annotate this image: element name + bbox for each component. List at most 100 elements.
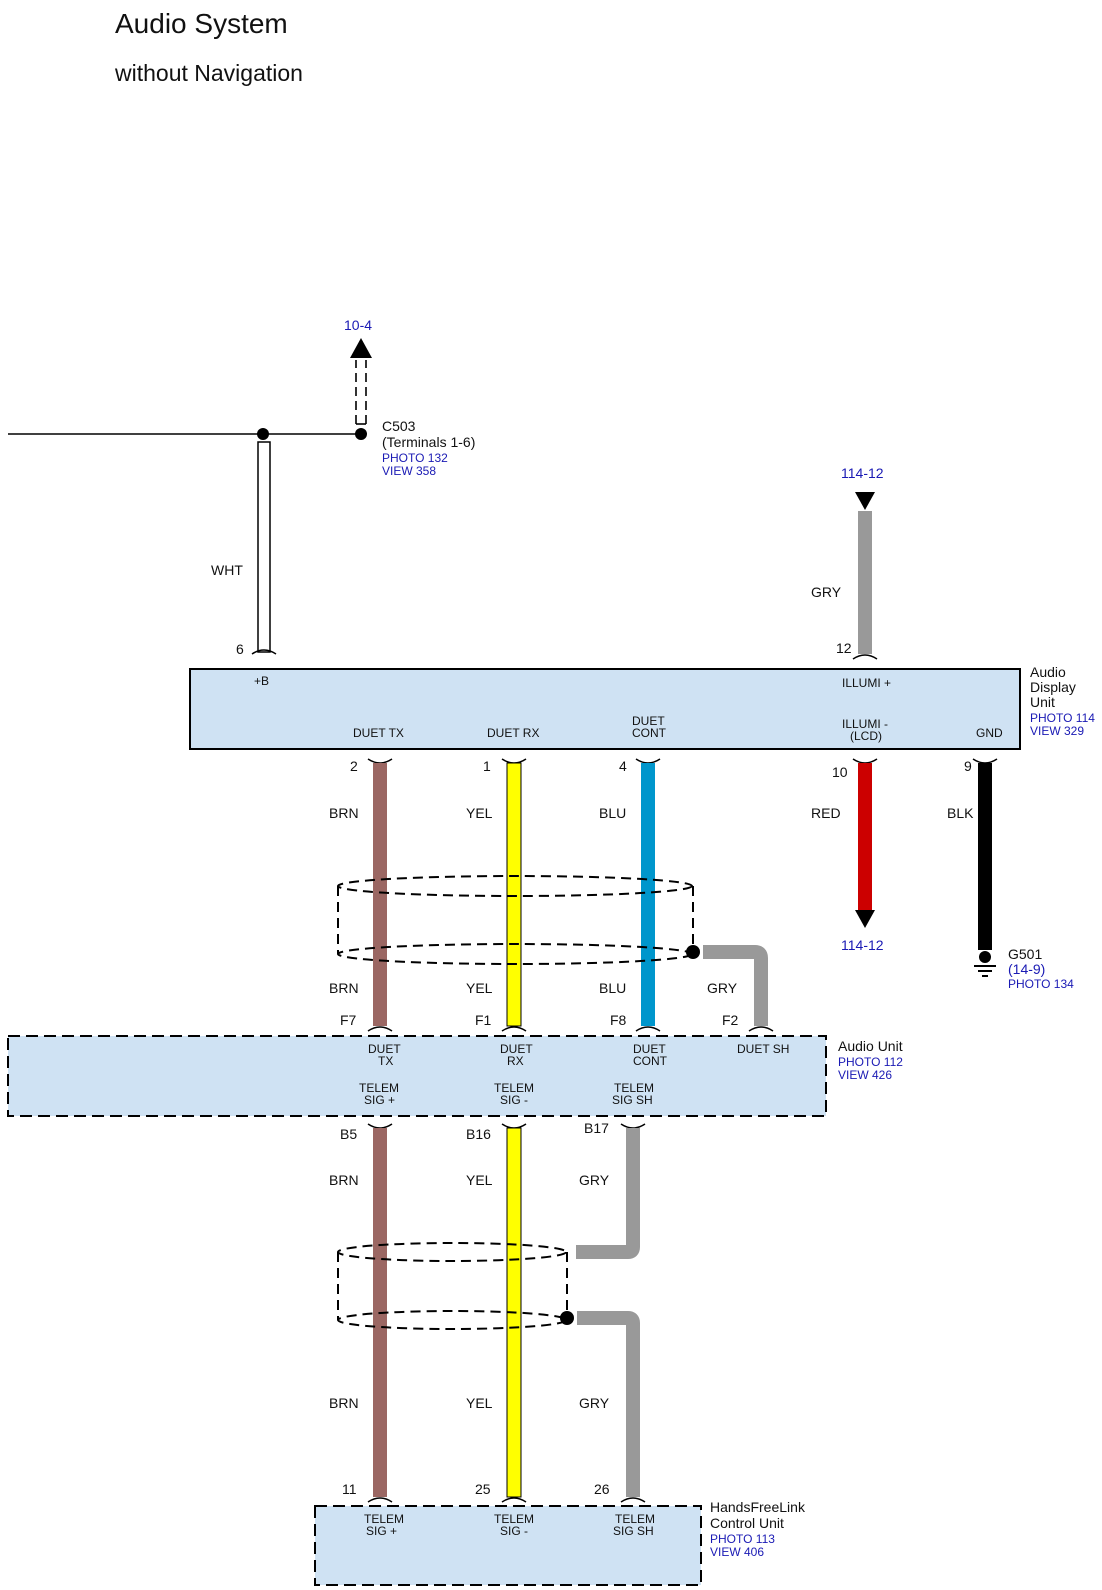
wire-label-brn-1: BRN xyxy=(329,805,359,821)
pin-label-telem-sig-plus-1: TELEM xyxy=(364,1512,404,1526)
c503-label: C503 xyxy=(382,418,416,434)
terminal-cap xyxy=(501,1497,527,1503)
wire-label-gry-4: GRY xyxy=(579,1395,610,1411)
pin-label-telem-sig-sh-1: TELEM xyxy=(615,1512,655,1526)
wire-label-gry-2: GRY xyxy=(707,980,738,996)
pin-label-duet-tx-2: TX xyxy=(378,1054,393,1068)
g501-label: G501 xyxy=(1008,946,1042,962)
audio-display-unit-photo-link[interactable]: PHOTO 114 xyxy=(1030,711,1095,725)
terminal-cap xyxy=(620,1497,646,1503)
pin-label-telem-sig-minus-2: SIG - xyxy=(500,1524,528,1538)
page-title: Audio System xyxy=(115,8,288,39)
wire-blu-duet-cont xyxy=(641,763,655,1026)
pin-number-f2: F2 xyxy=(722,1012,739,1028)
down-arrow-icon xyxy=(855,910,875,928)
g501-photo-link[interactable]: PHOTO 134 xyxy=(1008,977,1074,991)
audio-unit-name: Audio Unit xyxy=(838,1038,903,1054)
audio-display-unit-name-3: Unit xyxy=(1030,694,1055,710)
wire-label-yel-4: YEL xyxy=(466,1395,493,1411)
audio-unit-view-link[interactable]: VIEW 426 xyxy=(838,1068,892,1082)
handsfreelink-name-1: HandsFreeLink xyxy=(710,1499,806,1515)
terminal-cap xyxy=(635,758,661,764)
pin-number-b17: B17 xyxy=(584,1120,609,1136)
ref-114-12-top[interactable]: 114-12 xyxy=(841,465,884,481)
pin-number-25: 25 xyxy=(475,1481,491,1497)
wire-label-gry-3: GRY xyxy=(579,1172,610,1188)
wire-wht xyxy=(257,441,271,653)
wire-label-brn-3: BRN xyxy=(329,1172,359,1188)
pin-number-2: 2 xyxy=(350,758,358,774)
pin-label-illumi-minus-1: ILLUMI - xyxy=(842,717,888,731)
wire-label-wht: WHT xyxy=(211,562,243,578)
pin-label-telem-sig-plus-1: TELEM xyxy=(359,1081,399,1095)
c503-connector-point xyxy=(355,428,367,440)
pin-label-duet-rx: DUET RX xyxy=(487,726,539,740)
page-subtitle: without Navigation xyxy=(115,60,303,86)
terminal-cap xyxy=(367,1497,393,1503)
wire-label-red: RED xyxy=(811,805,841,821)
wire-label-blu-1: BLU xyxy=(599,805,626,821)
pin-number-6: 6 xyxy=(236,641,244,657)
wire-gry-illum xyxy=(858,511,872,654)
pin-label-b: +B xyxy=(254,674,269,688)
c503-terminals: (Terminals 1-6) xyxy=(382,434,475,450)
pin-number-b5: B5 xyxy=(340,1126,357,1142)
terminal-cap xyxy=(367,1026,393,1032)
audio-unit-photo-link[interactable]: PHOTO 112 xyxy=(838,1055,903,1069)
wire-yel-duet-rx xyxy=(506,762,522,1027)
audio-display-unit-view-link[interactable]: VIEW 329 xyxy=(1030,724,1084,738)
handsfreelink-unit-box[interactable] xyxy=(314,1505,702,1586)
terminal-cap xyxy=(501,1123,527,1129)
shield-drain-point xyxy=(560,1311,574,1325)
g501-ref[interactable]: (14-9) xyxy=(1008,961,1045,977)
ref-114-12-bottom[interactable]: 114-12 xyxy=(841,937,884,953)
pin-label-duet-tx: DUET TX xyxy=(353,726,404,740)
pin-number-1: 1 xyxy=(483,758,491,774)
ground-point xyxy=(979,951,991,963)
terminal-cap xyxy=(972,758,998,764)
pin-label-duet-rx-1: DUET xyxy=(500,1042,533,1056)
pin-number-9: 9 xyxy=(964,758,972,774)
pin-label-illumi-minus-2: (LCD) xyxy=(850,729,882,743)
wire-label-brn-2: BRN xyxy=(329,980,359,996)
audio-display-unit-name-1: Audio xyxy=(1030,664,1066,680)
pin-label-telem-sig-plus-2: SIG + xyxy=(366,1524,397,1538)
pin-label-duet-tx-1: DUET xyxy=(368,1042,401,1056)
wire-label-gry-illum: GRY xyxy=(811,584,842,600)
audio-display-unit-box[interactable] xyxy=(189,668,1021,750)
ref-10-4[interactable]: 10-4 xyxy=(344,317,372,333)
terminal-cap xyxy=(620,1123,646,1129)
pin-label-telem-sig-sh-1: TELEM xyxy=(614,1081,654,1095)
terminal-cap xyxy=(251,649,277,655)
pin-label-duet-sh: DUET SH xyxy=(737,1042,789,1056)
audio-display-unit-name-2: Display xyxy=(1030,679,1076,695)
pin-label-telem-sig-minus-1: TELEM xyxy=(494,1512,534,1526)
pin-label-telem-sig-sh-2: SIG SH xyxy=(612,1093,653,1107)
terminal-cap xyxy=(501,758,527,764)
up-arrow-icon xyxy=(350,338,372,358)
wire-gry-telem-sig-sh-upper xyxy=(576,1128,640,1259)
wire-gry-telem-sig-sh-lower xyxy=(577,1311,640,1497)
pin-number-f1: F1 xyxy=(475,1012,492,1028)
wire-blk-gnd xyxy=(978,763,992,950)
pin-label-duet-cont-1: DUET xyxy=(633,1042,666,1056)
shield-bottom-ellipse xyxy=(337,1310,567,1330)
wire-gry-duet-sh xyxy=(703,945,768,1026)
terminal-cap xyxy=(367,1123,393,1129)
pin-number-11: 11 xyxy=(342,1481,357,1497)
pin-number-f8: F8 xyxy=(610,1012,627,1028)
handsfreelink-view-link[interactable]: VIEW 406 xyxy=(710,1545,764,1559)
audio-unit-box[interactable] xyxy=(7,1035,827,1117)
pin-label-telem-sig-minus-2: SIG - xyxy=(500,1093,528,1107)
pin-label-telem-sig-sh-2: SIG SH xyxy=(613,1524,654,1538)
c503-view-link[interactable]: VIEW 358 xyxy=(382,464,436,478)
terminal-cap xyxy=(748,1026,774,1032)
c503-photo-link[interactable]: PHOTO 132 xyxy=(382,451,448,465)
pin-number-4: 4 xyxy=(619,758,627,774)
terminal-cap xyxy=(501,1026,527,1032)
pin-label-illumi-plus: ILLUMI + xyxy=(842,676,891,690)
handsfreelink-photo-link[interactable]: PHOTO 113 xyxy=(710,1532,775,1546)
down-arrow-icon xyxy=(855,492,875,510)
pin-number-10: 10 xyxy=(832,764,848,780)
